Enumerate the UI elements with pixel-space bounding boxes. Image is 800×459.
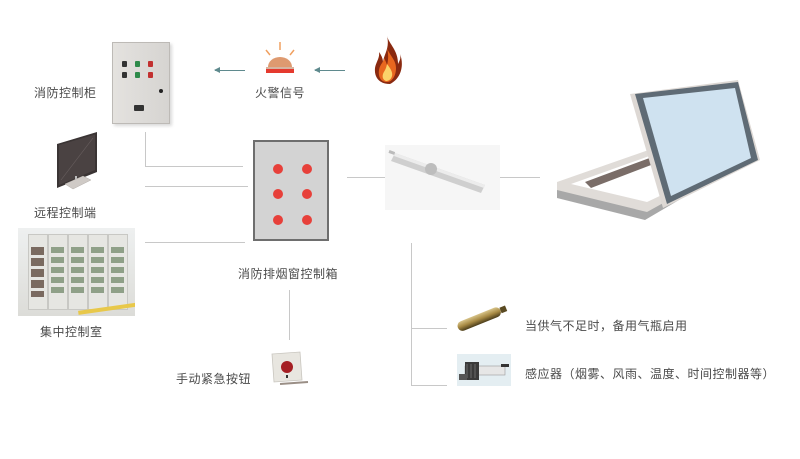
- sensor-icon: [457, 354, 511, 386]
- cabinet-button: [122, 72, 127, 78]
- control-room-image: [18, 228, 135, 316]
- smoke-window-controller-label: 消防排烟窗控制箱: [238, 267, 339, 281]
- sensors-label: 感应器（烟雾、风雨、温度、时间控制器等）: [525, 367, 776, 381]
- cabinet-button: [135, 61, 140, 67]
- fire-control-cabinet-label: 消防控制柜: [34, 86, 97, 100]
- control-panel: [88, 234, 108, 310]
- arrow-alarm-to-cabinet: [214, 67, 245, 73]
- connector-remote: [145, 186, 248, 187]
- control-panel: [108, 234, 128, 310]
- backup-gas-cylinder-label: 当供气不足时，备用气瓶启用: [525, 319, 688, 333]
- connector-sensor: [411, 385, 447, 386]
- connector-bus: [411, 243, 412, 386]
- cabinet-key-switch: [134, 105, 144, 111]
- panel-indicators: [31, 247, 44, 297]
- arrow-fire-to-alarm: [314, 67, 345, 73]
- panel-indicators: [91, 247, 104, 297]
- connector-controller-actuator: [347, 177, 385, 178]
- smoke-window-controller: [253, 140, 329, 241]
- connector-manual-button: [289, 290, 290, 340]
- connector-cabinet-vertical: [145, 132, 146, 166]
- connector-cylinder: [411, 328, 447, 329]
- indicator-dot: [302, 215, 312, 225]
- connector-cabinet: [145, 166, 243, 167]
- control-panel: [28, 234, 48, 310]
- cabinet-button: [148, 72, 153, 78]
- cabinet-button: [122, 61, 127, 67]
- control-panel: [48, 234, 68, 310]
- indicator-dot: [302, 164, 312, 174]
- indicator-dot: [273, 215, 283, 225]
- control-panel: [68, 234, 88, 310]
- remote-monitor-icon: [57, 132, 97, 190]
- gas-cylinder-icon: [457, 305, 508, 331]
- indicator-dot: [273, 164, 283, 174]
- panel-indicators: [71, 247, 84, 297]
- connector-actuator-window: [500, 177, 540, 178]
- indicator-dot: [273, 189, 283, 199]
- cabinet-button: [135, 72, 140, 78]
- panel-indicators: [51, 247, 64, 297]
- cabinet-lock: [159, 89, 163, 93]
- smoke-window-icon: [557, 80, 760, 220]
- indicator-dot: [302, 189, 312, 199]
- fire-icon: [374, 36, 402, 84]
- central-control-room-label: 集中控制室: [40, 325, 103, 339]
- actuator-icon: [385, 145, 500, 210]
- alarm-beacon-icon: [265, 42, 295, 73]
- fire-control-cabinet-image: [112, 42, 170, 124]
- cabinet-button: [148, 61, 153, 67]
- remote-control-label: 远程控制端: [34, 206, 97, 220]
- connector-room: [145, 242, 245, 243]
- panel-indicators: [111, 247, 124, 297]
- emergency-button-icon: [271, 351, 309, 385]
- fire-alarm-signal-label: 火警信号: [255, 86, 306, 100]
- manual-emergency-button-label: 手动紧急按钮: [176, 372, 252, 386]
